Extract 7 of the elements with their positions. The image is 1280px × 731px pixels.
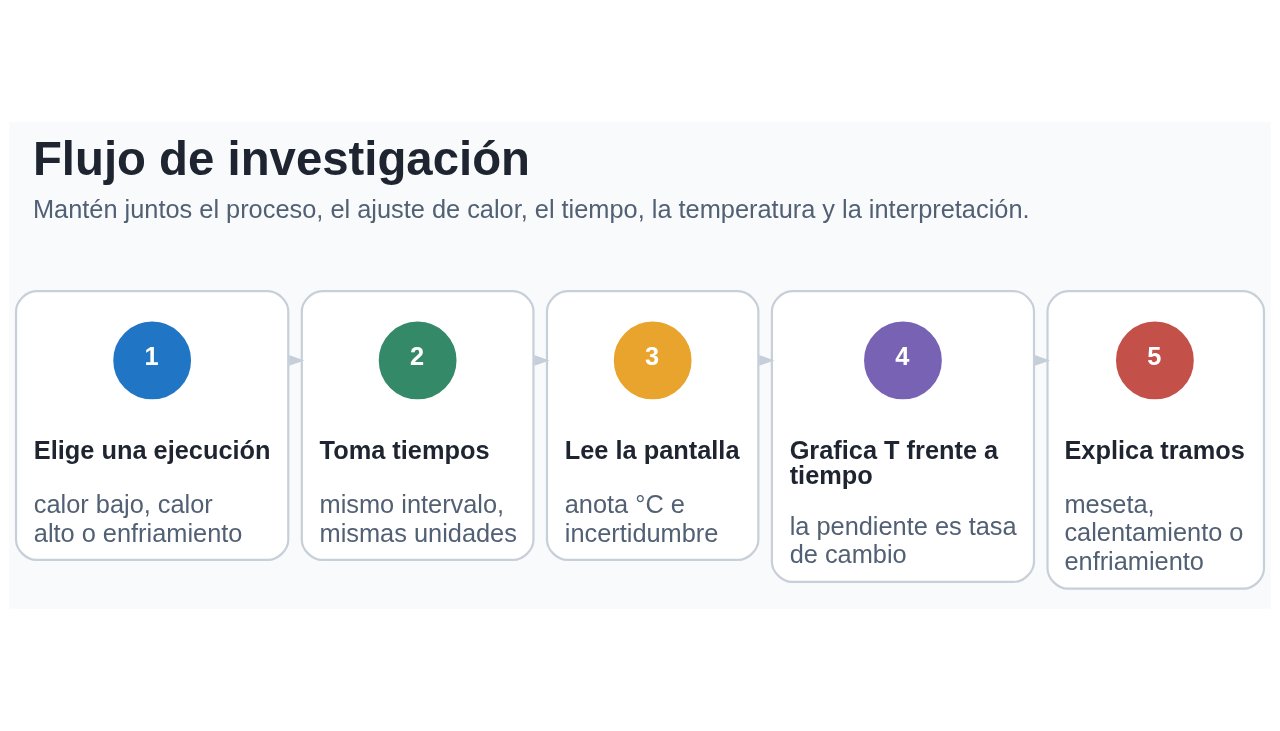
node-circle: 5 (1116, 321, 1194, 400)
caption: Mantén juntos el proceso, el ajuste de calor, el tiempo, la temperatura y la interpretación. (32, 195, 1030, 224)
diagram-title: Flujo de investigación (32, 132, 530, 186)
node-circle: 3 (613, 321, 692, 400)
node-circle: 2 (378, 321, 457, 400)
node-circle: 1 (113, 321, 192, 400)
node-circle: 4 (864, 321, 942, 400)
